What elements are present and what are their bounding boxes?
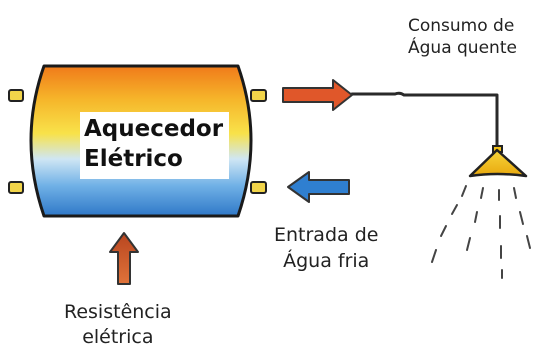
hot-water-label-line2: Água quente bbox=[408, 38, 517, 59]
tank-label-line2: Elétrico bbox=[84, 145, 183, 172]
hot-water-arrow bbox=[282, 79, 353, 111]
cold-water-label: Entrada de Água fria bbox=[274, 223, 378, 274]
tank-label: Aquecedor Elétrico bbox=[80, 112, 230, 179]
resistance-label: Resistência elétrica bbox=[64, 300, 172, 349]
hot-water-pipe bbox=[350, 91, 499, 148]
water-spray bbox=[431, 185, 531, 279]
cold-water-label-line2: Água fria bbox=[283, 249, 370, 272]
tank-label-line1: Aquecedor bbox=[84, 116, 224, 142]
resistance-label-line1: Resistência bbox=[64, 301, 172, 323]
cold-water-arrow bbox=[287, 171, 350, 203]
shower-head-icon bbox=[468, 145, 528, 178]
resistance-label-line2: elétrica bbox=[82, 325, 154, 348]
hot-water-label: Consumo de Água quente bbox=[408, 15, 517, 59]
resistance-arrow bbox=[109, 232, 139, 285]
hot-water-label-line1: Consumo de bbox=[408, 16, 515, 36]
tank-left-fittings bbox=[8, 89, 24, 194]
tank-right-fittings bbox=[250, 89, 267, 194]
cold-water-label-line1: Entrada de bbox=[274, 224, 379, 246]
